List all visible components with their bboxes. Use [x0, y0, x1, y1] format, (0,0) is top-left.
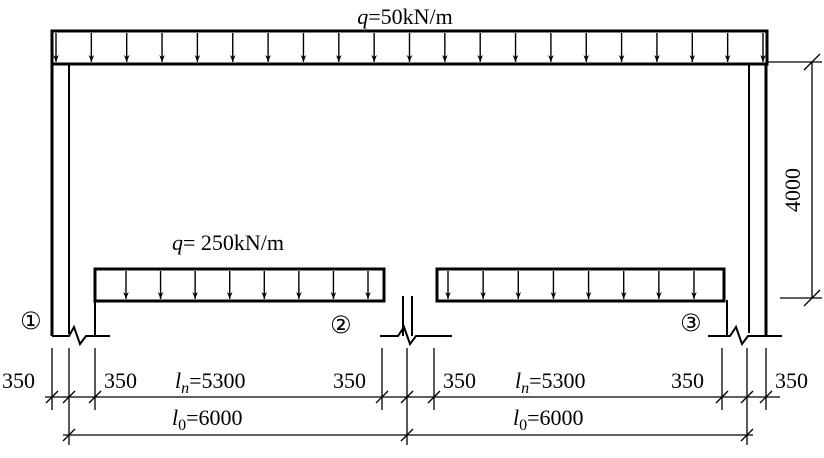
- roof-load-label: q=50kN/m: [357, 4, 453, 29]
- dim-right-edge-350: 350: [775, 368, 808, 393]
- floor-load-arrows-right: [445, 271, 697, 299]
- roof-load-block: [50, 29, 769, 66]
- floor-load-label: q= 250kN/m: [172, 230, 284, 255]
- dim-bay1-left-350: 350: [104, 368, 137, 393]
- dim-bay2-right-350: 350: [671, 368, 704, 393]
- dim-bay2-left-350: 350: [443, 368, 476, 393]
- dim-bay1-span: l0=6000: [172, 405, 243, 434]
- floor-load-block-right: [435, 267, 726, 303]
- dim-left-edge-350: 350: [2, 368, 35, 393]
- floor-load-block-left: [93, 267, 386, 303]
- dim-bay1-clear-span: ln=5300: [175, 368, 246, 397]
- base-lines: [52, 296, 782, 347]
- height-label: 4000: [780, 168, 805, 212]
- dimension-extension-lines: [51, 348, 767, 445]
- roof-load-arrows: [53, 33, 766, 62]
- height-dimension: [767, 53, 822, 307]
- dim-bay2-clear-span: ln=5300: [515, 368, 586, 397]
- support-1-marker: ①: [20, 307, 42, 335]
- dim-bay1-right-350: 350: [333, 368, 366, 393]
- lower-dimension-chain: [62, 428, 754, 442]
- support-3-marker: ③: [680, 309, 702, 337]
- roof-load-frame: [50, 29, 769, 66]
- left-column: [50, 64, 70, 336]
- support-2-marker: ②: [330, 311, 352, 339]
- right-column: [748, 64, 768, 336]
- dim-bay2-span: l0=6000: [513, 405, 584, 434]
- floor-load-arrows-left: [123, 271, 371, 299]
- upper-dimension-chain: [45, 390, 780, 404]
